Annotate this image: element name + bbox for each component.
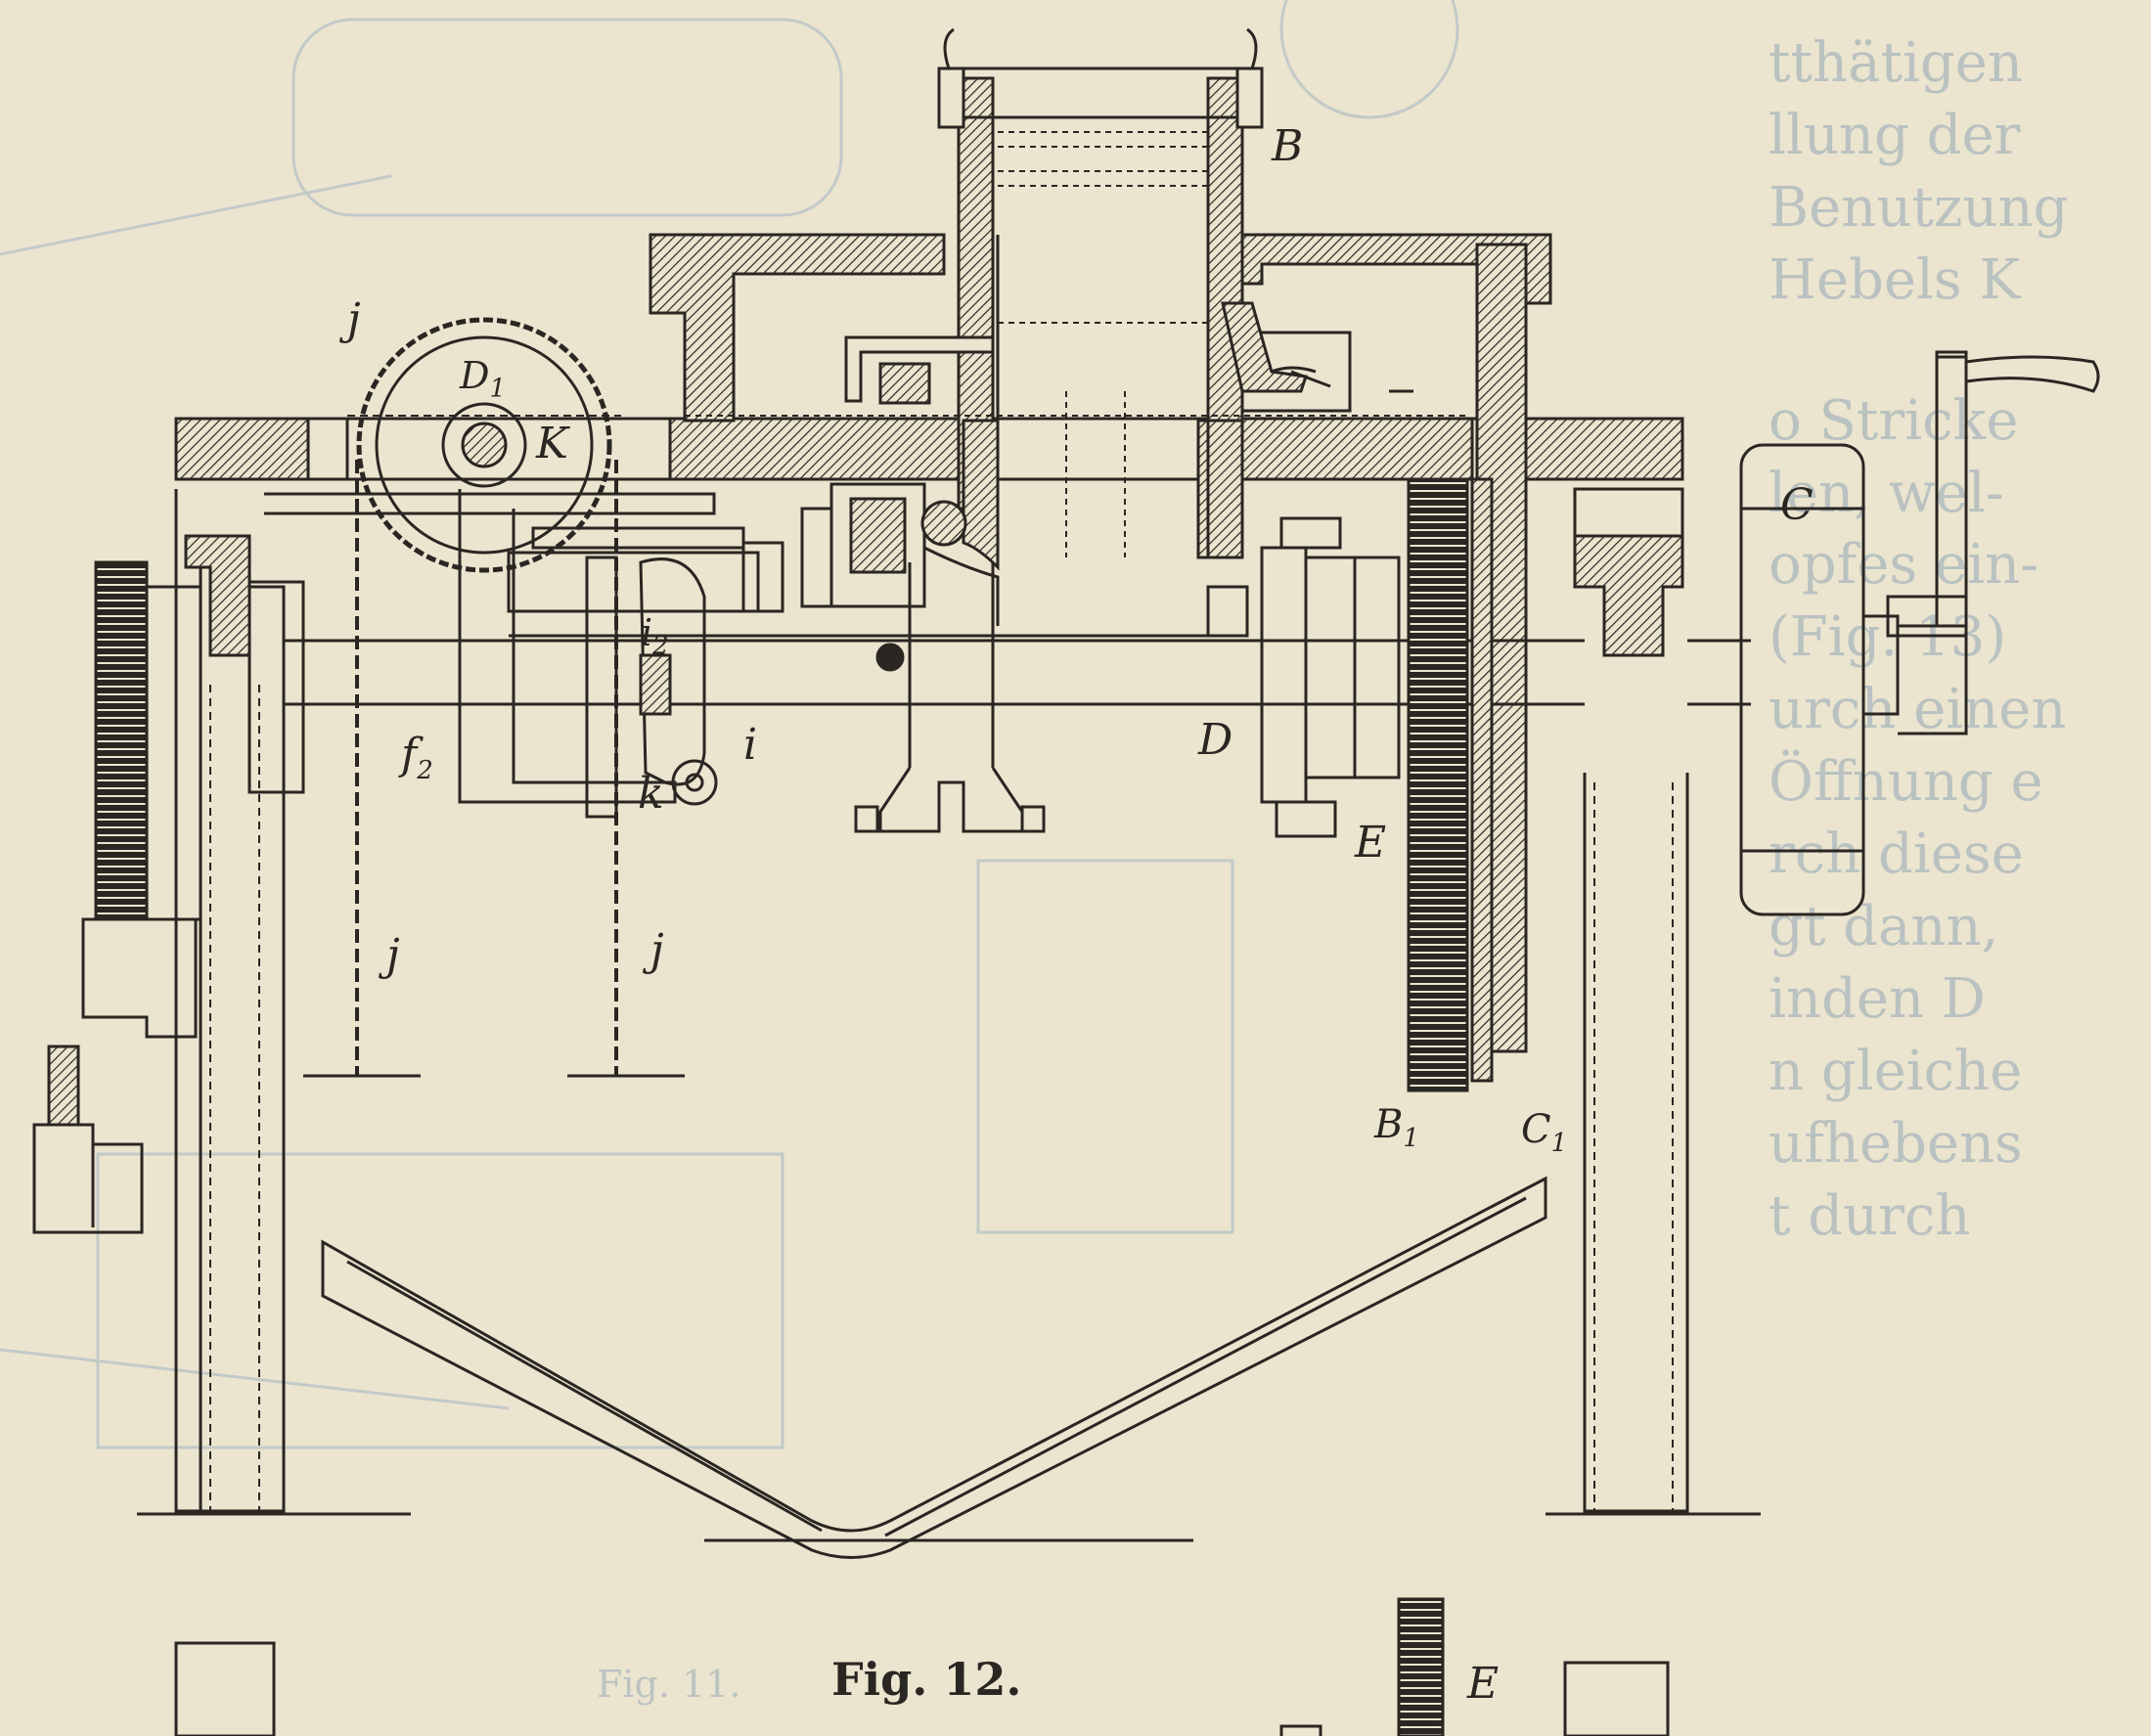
label-k-lower: k [638, 769, 664, 819]
label-d1: D1 [460, 354, 507, 404]
central-housing [649, 27, 1552, 1053]
bleed-line: gt dann, [1769, 894, 1999, 958]
bleed-through-text: tthätigen llung der Benutzung Hebels K o… [1769, 27, 2068, 1253]
right-leg [1583, 773, 1689, 1513]
bleed-line: inden D [1769, 966, 1986, 1031]
bleed-line: o Stricke [1769, 388, 2019, 453]
label-i: i [743, 720, 758, 770]
bleed-line: n gleiche [1769, 1039, 2023, 1103]
bleed-line: ufhebens [1769, 1111, 2023, 1176]
label-b1: B1 [1374, 1102, 1419, 1153]
label-e: E [1355, 818, 1387, 868]
label-j-top: j [347, 294, 361, 344]
label-c: C [1780, 480, 1814, 530]
label-e-lower: E [1467, 1659, 1500, 1709]
bleed-line: tthätigen [1769, 31, 2023, 95]
bleed-line: opfes ein- [1769, 533, 2039, 598]
left-gear [32, 560, 305, 1234]
bleed-line: Öffnung e [1769, 750, 2043, 815]
label-c1: C1 [1521, 1107, 1568, 1158]
label-f2: f2 [401, 730, 433, 785]
pulley-d [1260, 516, 1401, 838]
bleed-line: rch diese [1769, 823, 2024, 887]
frame [137, 489, 1761, 1736]
table-beam [174, 417, 1684, 657]
bleed-line: Benutzung [1769, 175, 2069, 240]
bleed-line: llung der [1769, 103, 2021, 167]
main-shaft [284, 507, 1751, 706]
chain-wheel [264, 317, 716, 573]
label-b: B [1272, 121, 1304, 171]
left-leg [174, 489, 286, 1513]
bleed-line: t durch [1769, 1183, 1971, 1248]
gear-e [1407, 477, 1494, 1092]
label-j-right: j [650, 925, 664, 975]
bleed-line: Hebels K [1769, 247, 2021, 312]
v-brace [321, 1176, 1547, 1559]
handwheel-c [1739, 350, 2100, 916]
bleed-through-caption: Fig. 11. [597, 1663, 741, 1706]
label-d: D [1198, 715, 1233, 765]
figure-caption: Fig. 12. [831, 1653, 1022, 1706]
bleed-through-drawing [0, 0, 1459, 1449]
label-k-upper: K [536, 419, 568, 468]
label-j-left: j [386, 930, 400, 980]
bleed-line: urch einen [1769, 678, 2067, 742]
label-i2: i2 [641, 611, 669, 661]
